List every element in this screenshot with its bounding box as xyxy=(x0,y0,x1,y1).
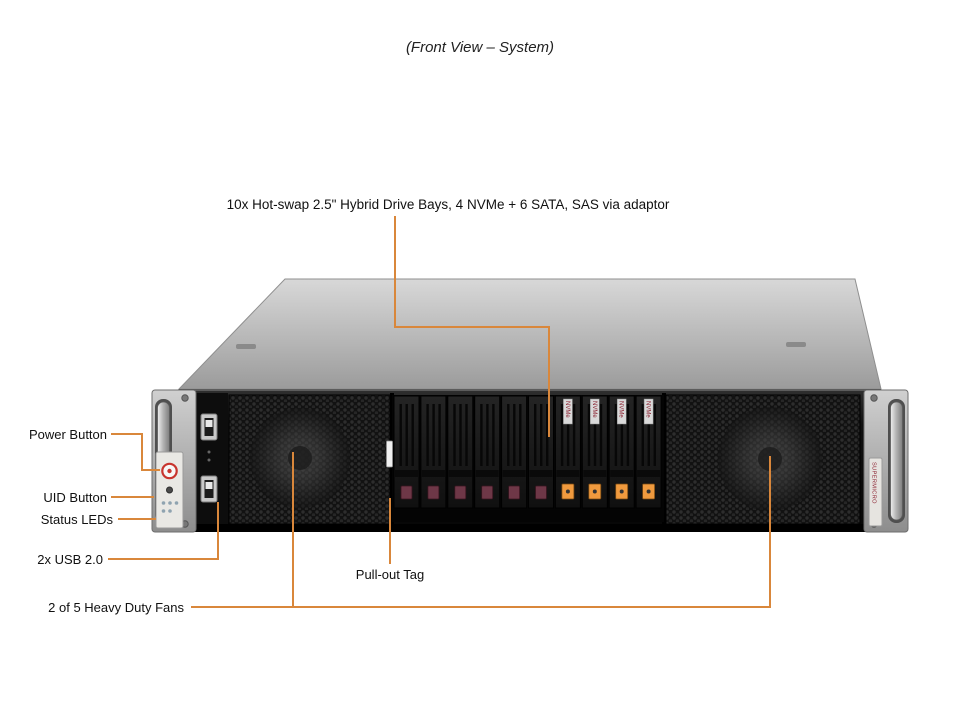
top-screw-slot-right xyxy=(786,342,806,347)
left-ear xyxy=(151,389,197,533)
label-uid-button: UID Button xyxy=(43,490,107,505)
nvme-label: NVMe xyxy=(591,401,597,418)
label-drive-bays: 10x Hot-swap 2.5" Hybrid Drive Bays, 4 N… xyxy=(226,197,670,212)
sata-latch xyxy=(400,485,413,500)
callout-lines xyxy=(108,216,771,608)
nvme-sticker xyxy=(616,398,627,425)
control-strip xyxy=(196,393,228,524)
fan-left-hub xyxy=(288,446,312,470)
sata-latch xyxy=(535,485,547,500)
top-screw-slot-left xyxy=(236,344,256,349)
front-bottom-strip xyxy=(179,524,881,532)
callout-line-power-button xyxy=(111,433,160,471)
server-chassis: NVMe NVMe NVMe NVMe xyxy=(151,278,909,533)
status-leds xyxy=(161,501,179,513)
panel-icon-dot xyxy=(207,458,211,462)
label-pull-out-tag: Pull-out Tag xyxy=(355,567,425,582)
brand-label: SUPERMICRO xyxy=(871,462,877,504)
usb-port-top-tongue xyxy=(205,420,213,427)
sata-latch xyxy=(508,485,521,500)
right-ear: SUPERMICRO xyxy=(863,389,909,533)
drive-tray-nvme: NVMe xyxy=(608,395,635,509)
drive-tray-sata xyxy=(420,395,447,509)
callout-line-fans-right xyxy=(191,456,771,608)
right-ear-handle xyxy=(890,401,903,521)
screw xyxy=(870,394,878,402)
panel-icon-dot xyxy=(207,450,211,454)
sata-latch xyxy=(427,485,440,500)
drive-tray-sata xyxy=(501,395,528,509)
callout-line-drive-bays xyxy=(394,216,550,437)
label-power-button: Power Button xyxy=(28,427,107,442)
usb-port-bottom-tongue xyxy=(205,482,213,489)
label-fans: 2 of 5 Heavy Duty Fans xyxy=(48,600,184,615)
nvme-sticker xyxy=(590,398,600,425)
drive-tray-sata xyxy=(474,395,501,509)
pull-out-tag xyxy=(386,440,393,468)
chassis-top xyxy=(177,278,882,390)
diagram-title: (Front View – System) xyxy=(405,39,555,56)
drive-tray-sata xyxy=(393,395,420,509)
power-button-dot xyxy=(167,468,172,474)
label-status-leds: Status LEDs xyxy=(40,512,113,527)
nvme-label: NVMe xyxy=(618,401,624,418)
uid-button xyxy=(166,486,173,494)
drive-tray-nvme: NVMe xyxy=(581,395,608,509)
nvme-sticker xyxy=(563,398,573,425)
drive-tray-nvme: NVMe xyxy=(635,395,662,509)
sata-latch xyxy=(454,485,467,500)
sata-latch xyxy=(481,485,494,500)
label-usb: 2x USB 2.0 xyxy=(37,552,103,567)
nvme-label: NVMe xyxy=(645,401,651,418)
brand-sticker xyxy=(868,457,883,527)
callout-line-usb xyxy=(108,502,219,560)
drive-tray-nvme: NVMe xyxy=(554,395,581,509)
nvme-sticker xyxy=(643,398,654,425)
drive-trays: NVMe NVMe NVMe NVMe xyxy=(393,395,662,509)
drive-tray-sata xyxy=(447,395,474,509)
screw xyxy=(181,394,189,402)
nvme-label: NVMe xyxy=(564,401,570,418)
